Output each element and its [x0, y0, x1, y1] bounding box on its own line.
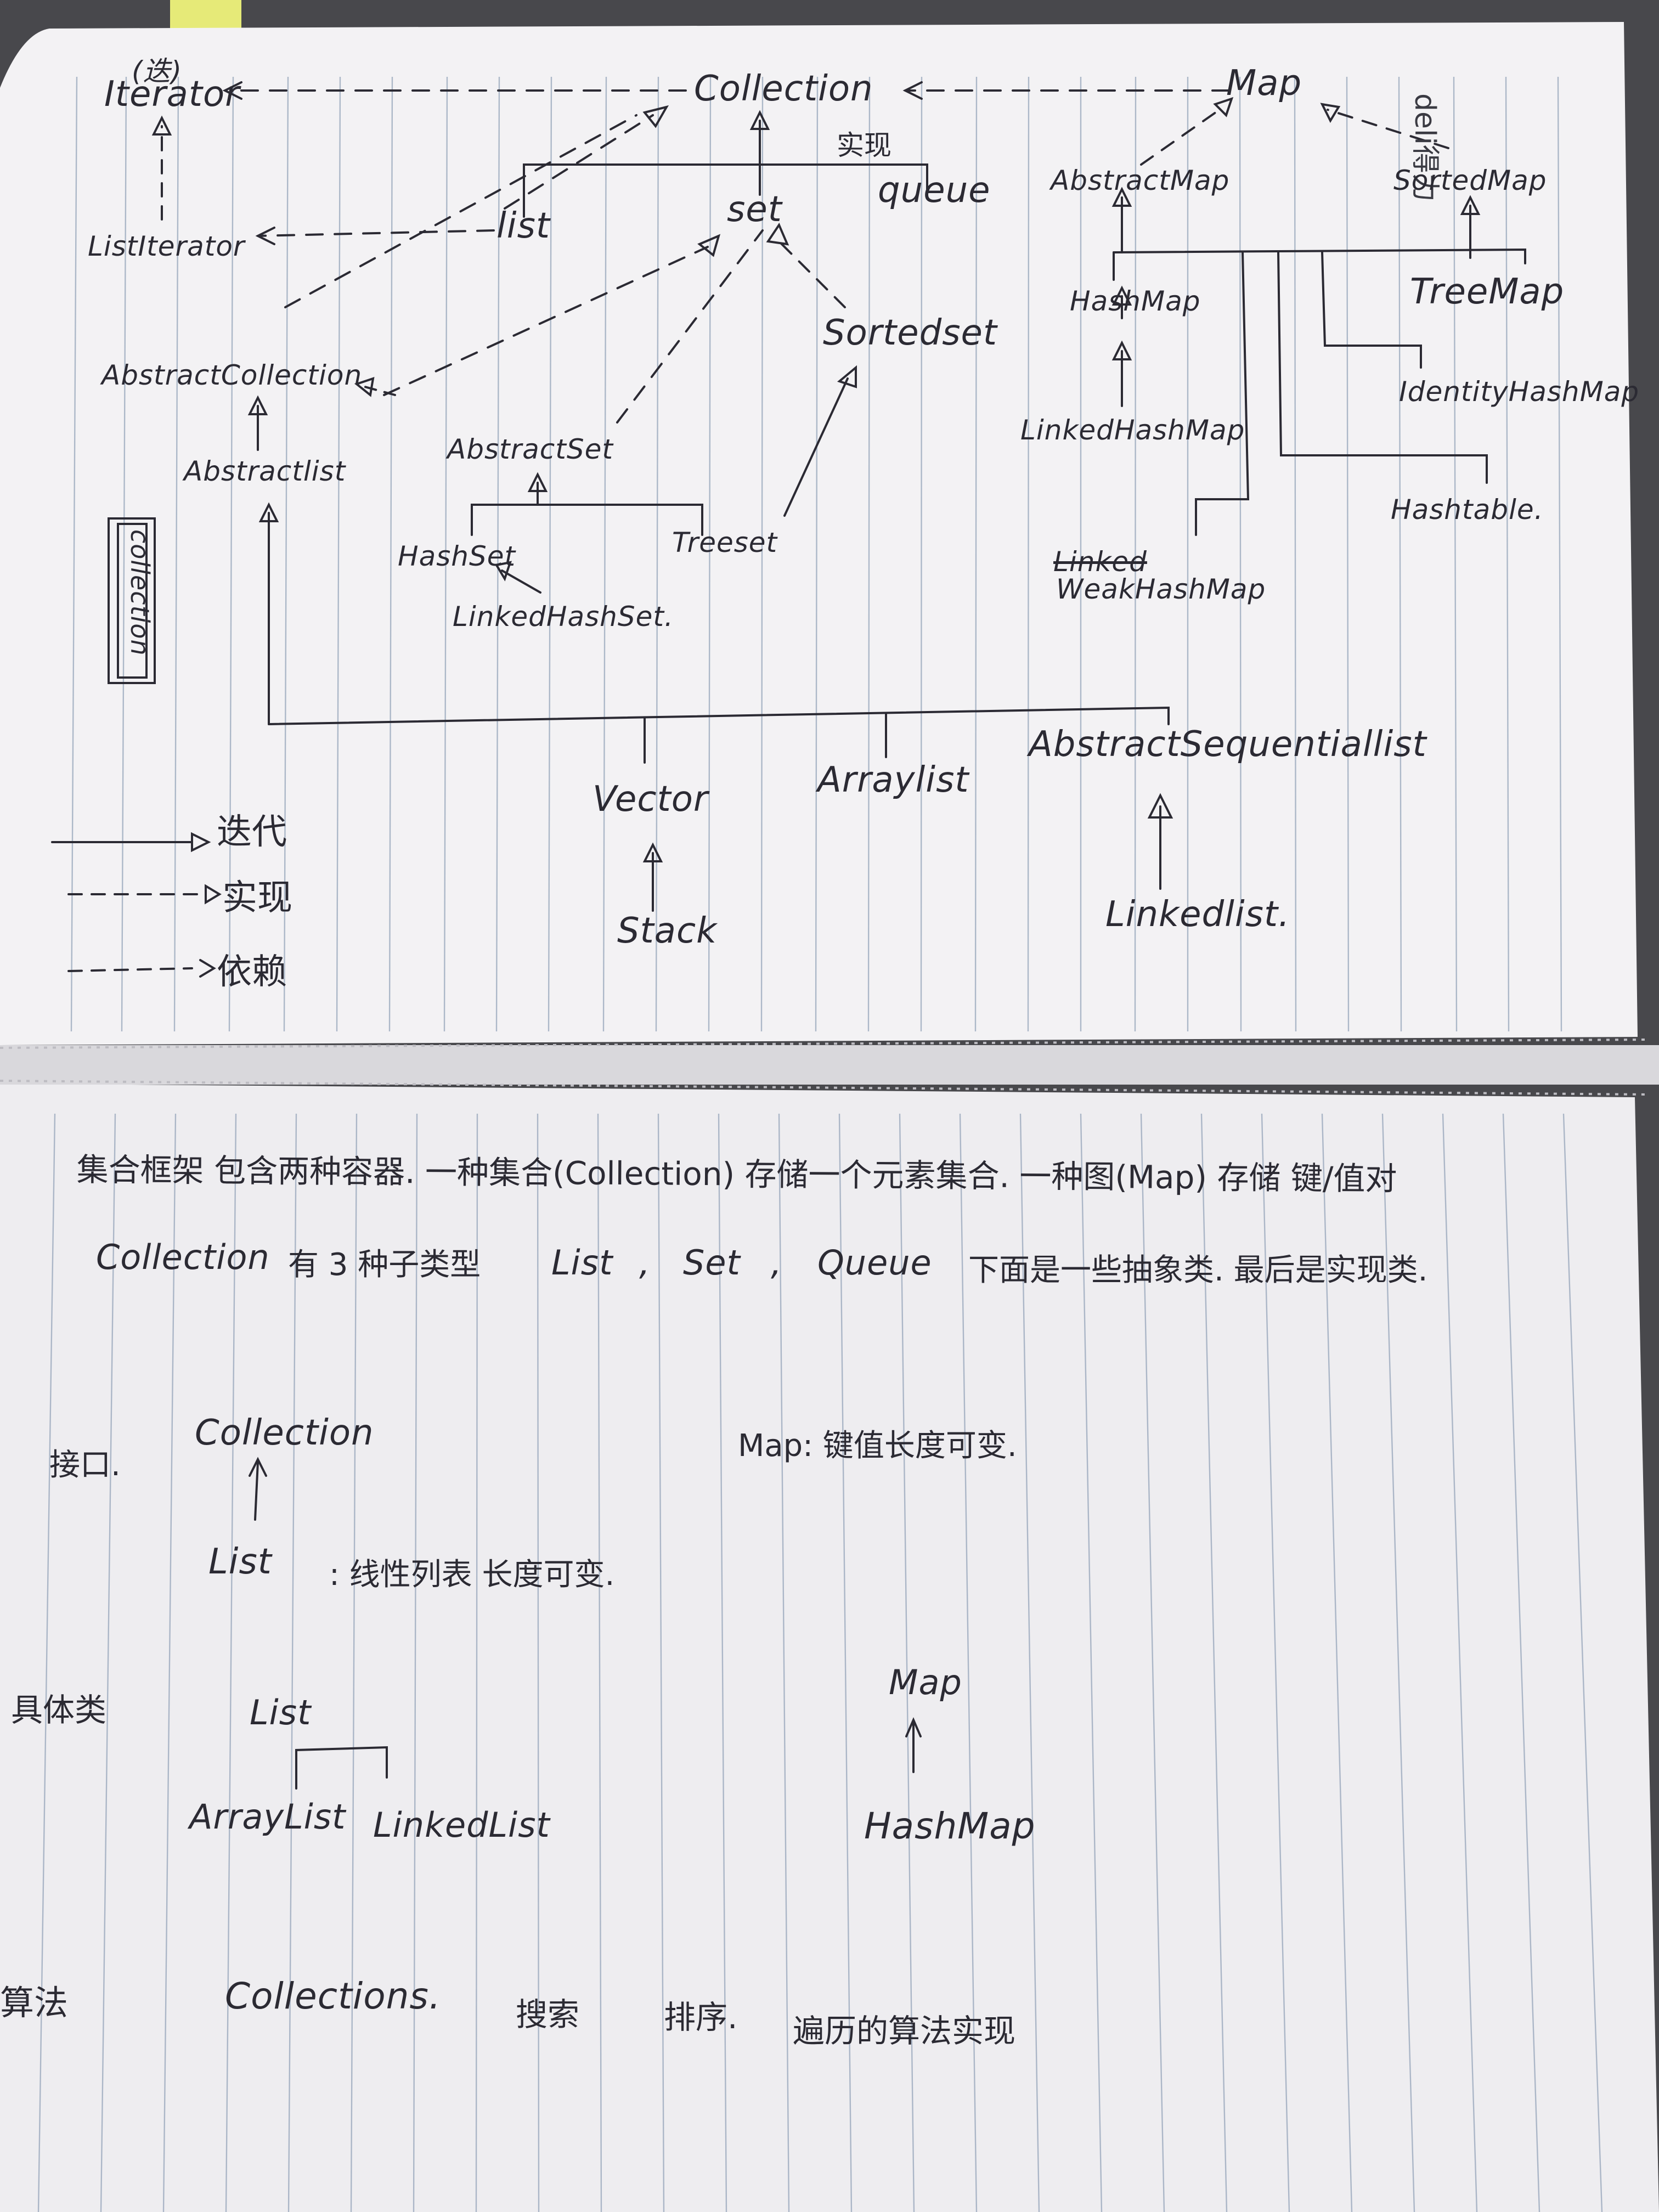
node-abstract-collection: AbstractCollection: [101, 359, 363, 391]
node-tree-map: TreeMap: [1410, 272, 1565, 312]
node-tree-set: Treeset: [672, 527, 778, 558]
legend-implements-label: 实现: [222, 878, 292, 918]
algorithm-label: 算法: [0, 1983, 69, 2023]
note-line2-has-three: 有 3 种子类型: [288, 1247, 481, 1283]
node-sorted-set: Sortedset: [823, 313, 997, 353]
concrete-linkedlist: LinkedList: [373, 1805, 550, 1845]
node-hash-set: HashSet: [398, 540, 516, 572]
node-abstract-list: Abstractlist: [184, 455, 346, 487]
lower-ruling: [37, 1113, 1603, 2212]
interface-list-desc: : 线性列表 长度可变.: [329, 1557, 615, 1593]
legend-inheritance-label: 迭代: [217, 812, 287, 853]
note-line2-set: Set: [683, 1243, 741, 1283]
note-line-1: 集合框架 包含两种容器. 一种集合(Collection) 存储一个元素集合. …: [76, 1150, 1397, 1198]
concrete-label: 具体类: [11, 1691, 107, 1729]
interface-label: 接口.: [49, 1447, 121, 1483]
side-box-label: collection: [125, 529, 155, 656]
legend-dependency-label: 依赖: [217, 952, 287, 992]
concrete-map: Map: [889, 1662, 962, 1702]
note-line2-queue: Queue: [817, 1243, 932, 1283]
implements-note: 实现: [837, 129, 891, 161]
node-linked-struck: Linked: [1053, 546, 1147, 578]
node-abstract-set: AbstractSet: [447, 433, 613, 465]
algorithm-collections: Collections.: [225, 1975, 441, 2017]
node-list-iterator: ListIterator: [88, 230, 245, 262]
node-sorted-map: SortedMap: [1393, 165, 1547, 196]
note-line2-collection: Collection: [96, 1237, 270, 1277]
interface-list: List: [208, 1542, 272, 1582]
interface-map-desc: Map: 键值长度可变.: [738, 1428, 1017, 1464]
node-stack: Stack: [617, 911, 718, 951]
iterator-note: (迭): [132, 55, 183, 87]
concrete-list: List: [250, 1692, 312, 1733]
node-queue: queue: [878, 170, 991, 211]
node-hashtable: Hashtable.: [1391, 494, 1544, 526]
concrete-hashmap: HashMap: [864, 1805, 1036, 1847]
note-line2-comma-1: ,: [639, 1243, 651, 1283]
diagram-lines: [51, 81, 1526, 978]
algorithm-search: 搜索: [516, 1996, 580, 2033]
note-line2-list: List: [551, 1243, 613, 1283]
note-line2-abstract: 下面是一些抽象类. 最后是实现类.: [968, 1252, 1428, 1288]
concrete-arraylist: ArrayList: [189, 1797, 346, 1837]
node-linked-hash-map: LinkedHashMap: [1020, 414, 1245, 446]
node-identity-hash-map: IdentityHashMap: [1399, 376, 1640, 408]
node-hash-map: HashMap: [1070, 285, 1201, 317]
upper-page: [0, 22, 1638, 1045]
algorithm-traverse: 遍历的算法实现: [793, 2012, 1016, 2050]
node-iterator: Iterator: [104, 74, 240, 115]
upper-ruling: [70, 76, 1562, 1032]
node-set: set: [727, 189, 782, 230]
note-line2-comma-2: ,: [771, 1243, 782, 1283]
algorithm-sort: 排序.: [664, 1999, 738, 2036]
lower-diagram-lines: [249, 1457, 922, 1790]
interface-collection: Collection: [195, 1413, 374, 1453]
node-list: list: [496, 206, 550, 246]
node-linked-hash-set: LinkedHashSet.: [453, 601, 674, 633]
node-collection: Collection: [694, 69, 873, 109]
node-array-list: Arraylist: [817, 760, 969, 800]
node-vector: Vector: [592, 779, 709, 820]
node-linked-list: Linkedlist.: [1105, 894, 1290, 935]
node-map: Map: [1226, 63, 1302, 104]
node-abstract-map: AbstractMap: [1051, 165, 1230, 196]
node-weak-hash-map: WeakHashMap: [1056, 573, 1266, 605]
node-abstract-sequential-list: AbstractSequentiallist: [1029, 724, 1427, 765]
